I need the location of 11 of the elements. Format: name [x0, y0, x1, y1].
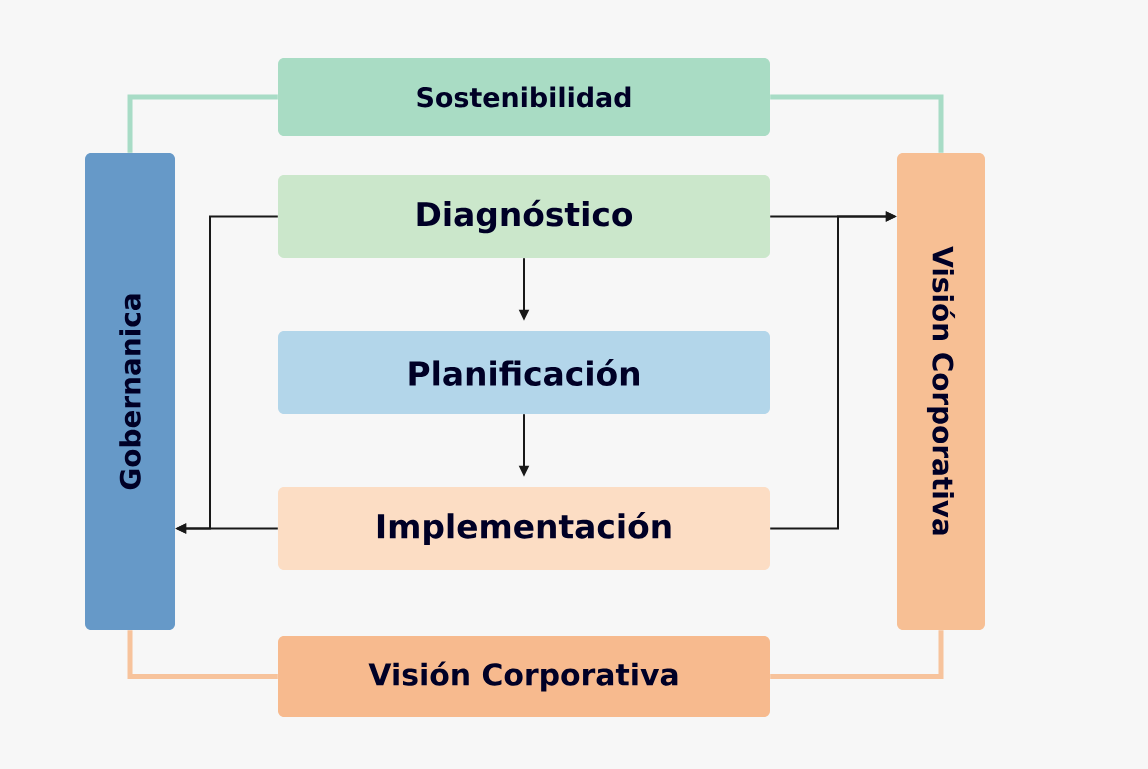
connector-line — [127, 630, 278, 679]
connector-line — [127, 94, 278, 153]
connector-line — [770, 94, 944, 153]
label-box: Visión Corporativa — [278, 636, 770, 717]
connector-line — [770, 630, 944, 679]
side-bar: Visión Corporativa — [897, 153, 985, 630]
label-box: Sostenibilidad — [278, 58, 770, 136]
process-box: Planificación — [278, 331, 770, 414]
process-box: Implementación — [278, 487, 770, 570]
side-bar: Gobernanica — [85, 153, 175, 630]
process-box: Diagnóstico — [278, 175, 770, 258]
